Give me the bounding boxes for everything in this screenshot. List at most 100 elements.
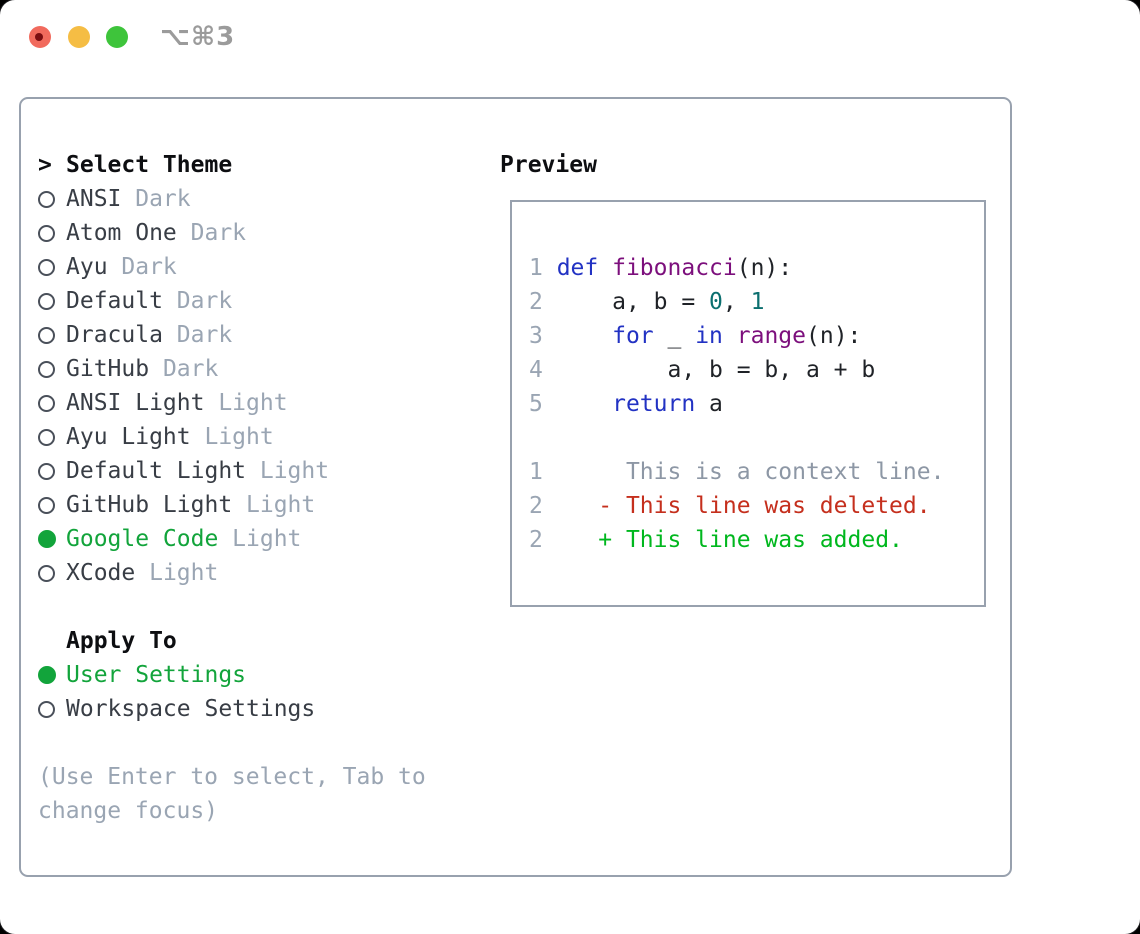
theme-option-ansi[interactable]: ANSI Dark [38,182,488,216]
spacer [38,590,488,624]
preview-title: Preview [500,152,597,178]
radio-icon [38,394,66,412]
theme-name: ANSI Light [66,390,205,416]
apply-to-header: Apply To [38,624,488,658]
titlebar: ⌥⌘3 [0,0,1140,74]
radio-icon [38,360,66,378]
theme-name: Dracula [66,322,163,348]
theme-variant-badge: Light [259,458,330,484]
code-token: for [612,323,654,349]
code-line: 3 for _ in range(n): [529,319,984,353]
code-token: (n): [806,323,862,349]
theme-option-default[interactable]: Default Dark [38,284,488,318]
diff-text: This is a context line. [556,459,945,485]
theme-option-ansi-light[interactable]: ANSI Light Light [38,386,488,420]
code-token: a, b = [556,289,710,315]
radio-empty-icon [38,292,55,310]
code-line: 4 a, b = b, a + b [529,353,984,387]
radio-empty-icon [38,190,55,208]
line-number: 2 [529,527,557,553]
theme-option-dracula[interactable]: Dracula Dark [38,318,488,352]
radio-empty-icon [38,564,55,582]
radio-icon [38,564,66,582]
radio-empty-icon [38,394,55,412]
theme-variant-badge: Dark [190,220,247,246]
theme-variant-badge: Dark [135,186,191,212]
theme-dialog-panel [19,97,1012,877]
code-line: 1 def fibonacci(n): [529,251,984,285]
code-token: a [695,391,723,417]
radio-icon [38,700,66,718]
diff-line-del: 2 - This line was deleted. [529,489,984,523]
radio-empty-icon [38,326,55,344]
theme-variant-badge: Light [204,424,274,450]
theme-variant-badge: Dark [176,322,233,348]
zoom-button[interactable] [106,26,128,48]
radio-icon [38,258,66,276]
radio-icon [38,326,66,344]
theme-name: GitHub [66,356,150,382]
help-text-line: change focus) [38,798,219,824]
radio-icon [38,428,66,446]
diff-line-ctx: 1 This is a context line. [529,455,984,489]
select-theme-label: Select Theme [66,152,233,178]
theme-name: Default [66,288,163,314]
theme-option-atom-one[interactable]: Atom One Dark [38,216,488,250]
line-number: 4 [529,357,557,383]
line-number: 3 [529,323,557,349]
theme-variant-badge: Light [149,560,219,586]
code-token: 1 [750,289,765,315]
theme-name: Google Code [66,526,219,552]
focus-caret: > [38,152,52,178]
radio-icon [38,496,66,514]
apply-option-user-settings[interactable]: User Settings [38,658,488,692]
diff-text: - This line was deleted. [556,493,931,519]
diff-preview: 1 This is a context line.2 - This line w… [529,455,984,557]
close-button[interactable] [29,26,51,48]
line-number: 5 [529,391,557,417]
radio-icon [38,530,66,548]
line-number: 1 [529,459,557,485]
minimize-button[interactable] [68,26,90,48]
line-number: 2 [529,289,557,315]
diff-line-add: 2 + This line was added. [529,523,984,557]
radio-selected-icon [38,530,56,548]
theme-option-default-light[interactable]: Default Light Light [38,454,488,488]
apply-to-label: Apply To [66,628,177,654]
code-token [723,323,737,349]
spacer [38,726,488,760]
theme-name: Atom One [66,220,177,246]
diff-text: + This line was added. [556,527,903,553]
radio-icon [38,666,66,684]
theme-name: Default Light [66,458,247,484]
code-token: return [612,391,696,417]
theme-name: ANSI [66,186,122,212]
code-token: def [556,255,599,281]
radio-empty-icon [38,462,55,480]
line-number: 1 [529,255,557,281]
theme-variant-badge: Dark [176,288,233,314]
theme-variant-badge: Light [218,390,288,416]
apply-option-workspace-settings[interactable]: Workspace Settings [38,692,488,726]
theme-name: XCode [66,560,136,586]
theme-option-xcode[interactable]: XCode Light [38,556,488,590]
theme-name: GitHub Light [66,492,233,518]
radio-icon [38,224,66,242]
radio-empty-icon [38,258,55,276]
code-token: fibonacci [612,255,737,281]
code-line: 5 return a [529,387,984,421]
code-token: range [736,323,806,349]
apply-option-label: Workspace Settings [66,696,316,722]
